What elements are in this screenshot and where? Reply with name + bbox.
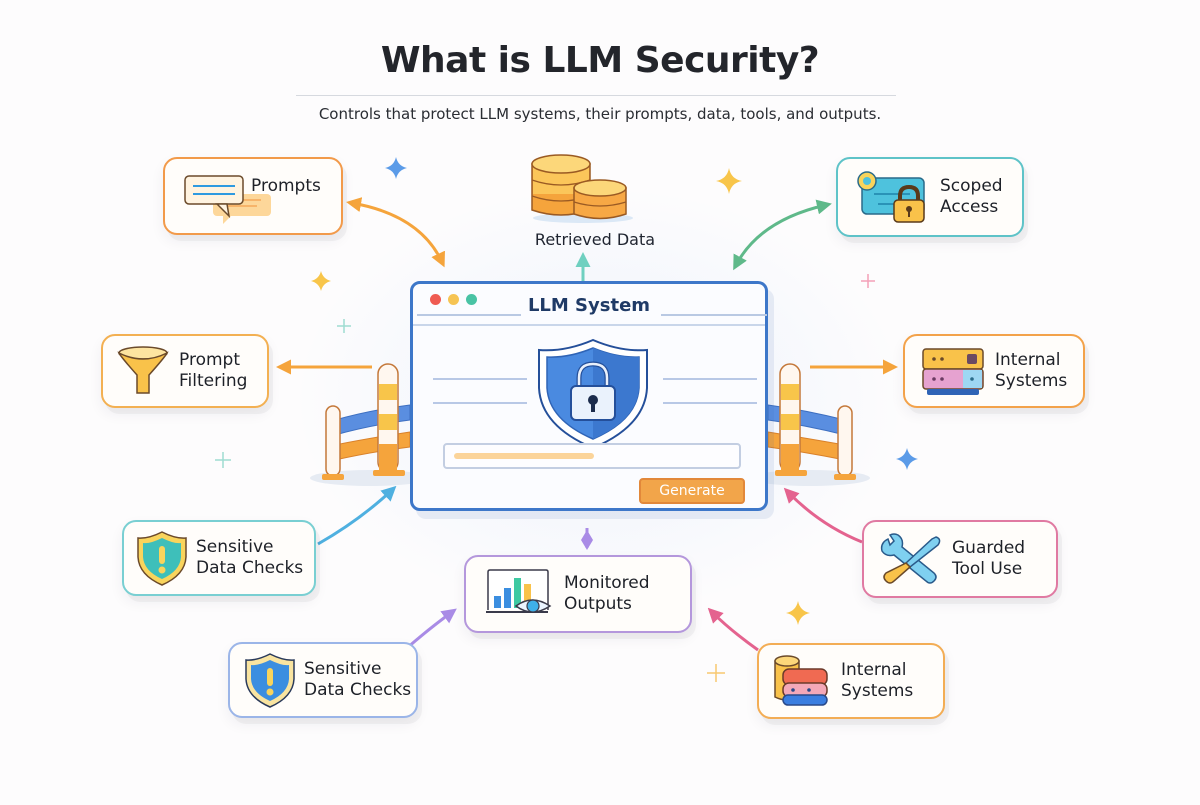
diamond-monitored [581,530,593,550]
card-label-line: Prompt [179,350,240,370]
card-label-line: Outputs [564,594,632,614]
arrow-sensitive-left [317,485,397,546]
wrench-screwdriver-icon [880,533,941,584]
chart-eye-icon [486,569,552,613]
input-placeholder-bar [454,453,594,459]
generate-button[interactable]: Generate [639,478,745,504]
card-label-line: Systems [841,681,914,701]
sparkle-gold-small [311,271,331,291]
database-icon [531,154,633,223]
card-label: Prompts [251,176,321,197]
arrow-guarded-tool [783,487,863,544]
arrow-scoped-access [733,199,832,271]
shield-lock-icon [538,338,648,450]
card-guarded-tool-use: Guarded Tool Use [862,520,1058,598]
title-line-left [417,314,521,316]
minimize-dot[interactable] [448,294,459,305]
window-title: LLM System [527,295,651,316]
card-label: Sensitive Data Checks [196,537,303,579]
card-label-line: Sensitive [196,537,274,557]
title-divider [296,95,896,96]
card-internal-systems-bottom: Internal Systems [757,643,945,719]
llm-system-window: LLM System Generate [410,281,768,511]
card-label-line: Monitored [564,573,650,593]
card-label: Guarded Tool Use [952,538,1025,580]
card-label-line: Data Checks [304,680,412,700]
database-stack-icon [774,655,828,706]
card-sensitive-data-bottom: Sensitive Data Checks [228,642,418,718]
text-line [663,402,757,404]
card-monitored-outputs: Monitored Outputs [464,555,692,633]
shield-alert-icon [137,531,187,586]
close-dot[interactable] [430,294,441,305]
window-header: LLM System [413,284,767,326]
retrieved-data-label: Retrieved Data [534,230,656,249]
sparkle-blue [385,157,407,179]
card-sensitive-data-left: Sensitive Data Checks [122,520,316,596]
card-label-line: Filtering [179,371,248,391]
title-line-right [661,314,767,316]
plus-teal [337,319,351,333]
prompt-input[interactable] [443,443,741,469]
card-label-line: Data Checks [196,558,304,578]
shield-alert-icon [245,653,295,708]
chat-bubbles-icon [184,175,271,224]
page-subtitle: Controls that protect LLM systems, their… [318,105,882,123]
card-prompt-filtering: Prompt Filtering [101,334,269,408]
sparkle-gold [716,168,742,194]
text-line [433,378,527,380]
plus-gold [707,664,725,682]
card-label-line: Tool Use [952,559,1023,579]
sparkle-blue-right [896,448,918,470]
page-title: What is LLM Security? [380,40,820,81]
card-label-line: Prompts [251,175,321,196]
card-label: Sensitive Data Checks [304,659,411,701]
maximize-dot[interactable] [466,294,477,305]
card-label-line: Access [940,197,999,217]
funnel-icon [117,346,169,394]
card-label: Internal Systems [995,350,1067,392]
barrier-right [750,363,870,486]
card-internal-systems-right: Internal Systems [903,334,1085,408]
plus-teal-2 [215,452,231,468]
text-line [663,378,757,380]
card-label-line: Internal [841,660,907,680]
card-label-line: Guarded [952,538,1026,558]
arrow-sensitive-bottom [406,608,457,650]
card-label-line: Systems [995,371,1068,391]
card-label: Prompt Filtering [179,350,247,392]
card-label: Monitored Outputs [564,573,650,615]
keycard-lock-icon [857,171,925,223]
card-label: Scoped Access [940,176,1003,218]
server-stack-icon [922,348,984,395]
card-label-line: Sensitive [304,659,382,679]
card-label-line: Scoped [940,176,1003,196]
card-label-line: Internal [995,350,1061,370]
plus-pink [861,274,875,288]
arrow-internal-bottom [707,607,759,652]
sparkle-gold-bottom [786,601,810,625]
card-prompts: Prompts [163,157,343,235]
arrow-prompts [346,197,445,268]
text-line [433,402,527,404]
card-scoped-access: Scoped Access [836,157,1024,237]
barrier-left [310,363,430,486]
card-label: Internal Systems [841,660,913,702]
